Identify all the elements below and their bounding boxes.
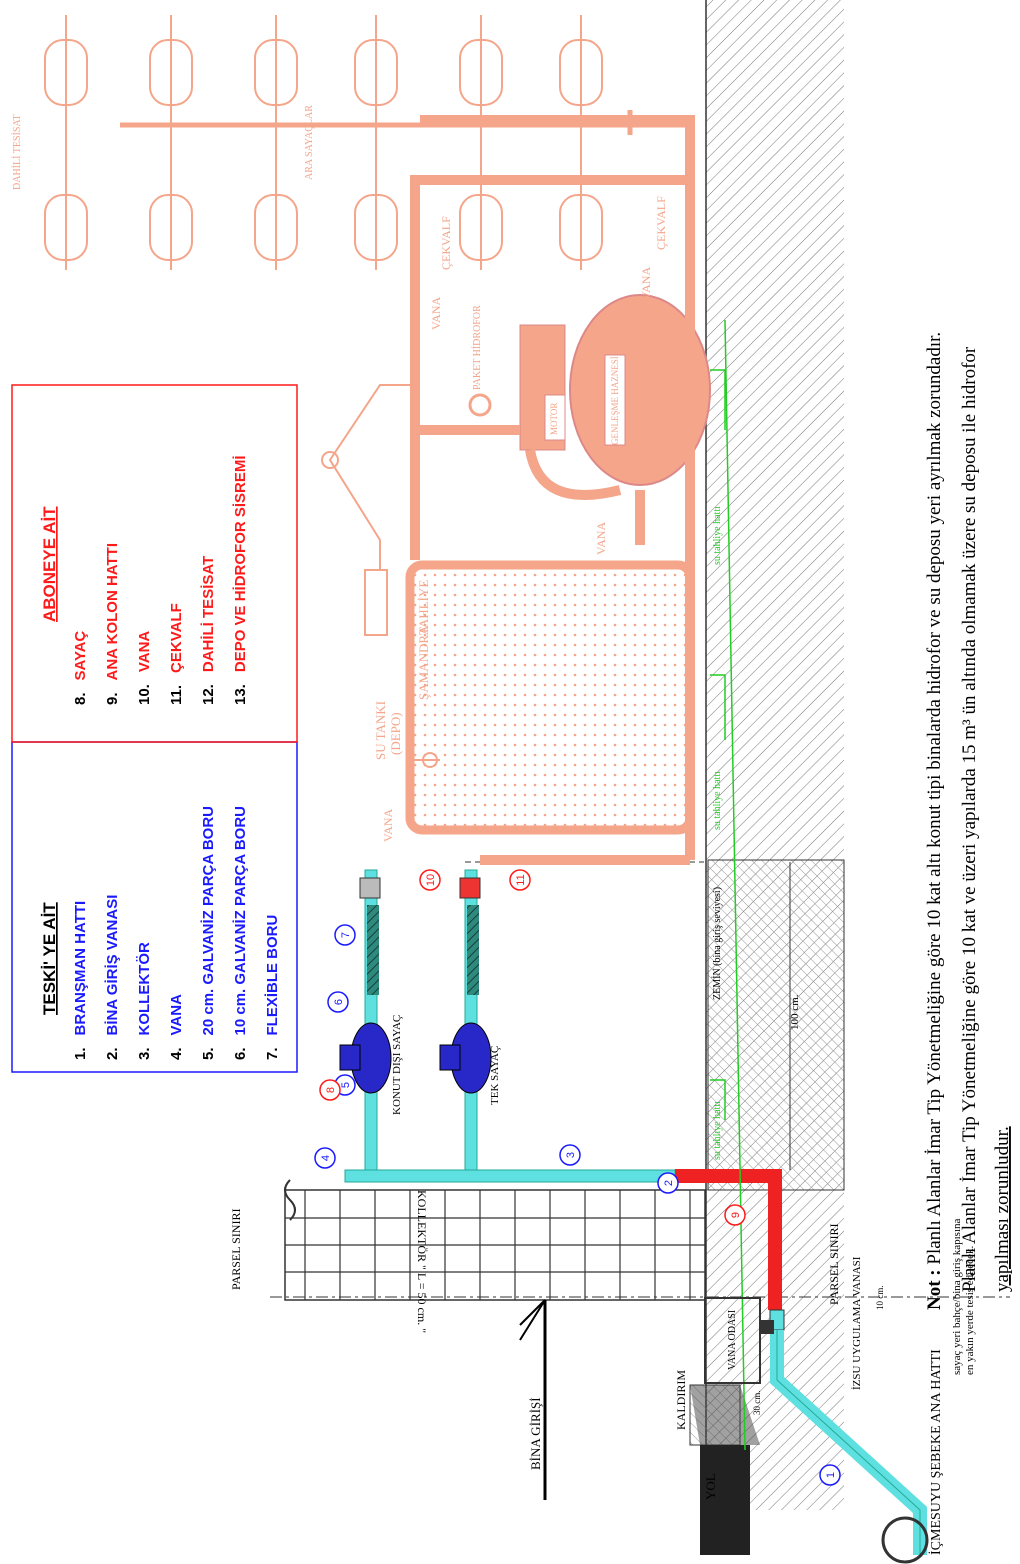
label-bina-girisi: BİNA GİRİŞİ [528,1397,543,1470]
legend-item: 7.FLEXİBLE BORU [264,915,281,1060]
legend-item: 11.ÇEKVALF [168,603,185,705]
legend-item: 13.DEPO VE HİDROFOR SİSREMİ [232,455,249,705]
label-su-tanki: SU TANKI [373,701,388,760]
callout-number: 8 [325,1087,337,1093]
legend-item: 3.KOLLEKTÖR [136,942,153,1060]
label-samandra: ŞAMANDRA [416,625,431,700]
callout-number: 3 [565,1152,577,1158]
legend-item: 8.SAYAÇ [72,631,89,705]
label-zemin: ZEMİN (bina giriş seviyesi) [711,887,723,1000]
label-sayac-yeri-2: en yakın yerde tesis edilecek. [964,1246,976,1375]
label-tahliye-3: su tahliye hattı [712,1101,723,1160]
label-vana-2: VANA [639,267,653,300]
label-parsel-2: PARSEL SINIRI [827,1224,841,1305]
label-cekvalf-2: ÇEKVALF [654,196,668,250]
supply-piping [339,869,929,1564]
note-line2: Planlı Alanlar İmar Tip Yönetmeliğine gö… [959,346,980,1292]
label-dahili-tesisat: DAHİLİ TESİSAT [11,114,23,190]
label-cekvalf-1: ÇEKVALF [439,216,453,270]
callout-circle [819,1464,841,1486]
label-depo: (DEPO) [388,712,403,755]
legend-item: 9.ANA KOLON HATTI [104,543,121,705]
meter-tek [439,1022,492,1094]
callout-circle [334,924,356,946]
legend-teski: TESKİ' YE AİT 1.BRANŞMAN HATTI 2.BİNA GİR… [40,806,281,1060]
label-yol: YOL [703,1473,718,1500]
legend-abone-box [11,384,298,743]
legend-item: 5.20 cm. GALVANİZ PARÇA BORU [200,806,217,1060]
callout-number: 11 [515,874,527,885]
label-tahliye-2: su tahliye hattı [712,771,723,830]
label-kollektor: KOLLEKTÖR " L = 50 cm. " [415,1190,429,1333]
label-10cm: 10 cm. [875,1286,885,1311]
label-tek-sayac: TEK SAYAÇ [489,1046,501,1105]
label-sayac-yeri-1: sayaç yeri bahçe/bina giriş kapısına [951,1218,963,1375]
callout-circle [319,1079,341,1101]
label-genlesme: GENLEŞME HAZNESİ [610,356,620,445]
callout-circle [419,869,441,891]
callout-circle [657,1172,679,1194]
label-tahliye-1: su tahliye hattı [712,506,723,565]
label-ara-sayaclar: ARA SAYAÇLAR [304,105,315,180]
legend-teski-title: TESKİ' YE AİT [40,902,59,1015]
svg-text:Not : Planlı Alanlar İmar Tip: Not : Planlı Alanlar İmar Tip Yönetmeliğ… [924,332,945,1310]
label-paket-hidrofor: PAKET HİDROFOR [471,305,483,390]
meters-grid [44,15,603,270]
label-30cm: 30 cm. [752,1391,762,1416]
legend-item: 2.BİNA GİRİŞ VANASI [104,895,121,1060]
callout-number: 9 [730,1212,742,1218]
legend-item: 12.DAHİLİ TESİSAT [200,556,217,705]
label-kaldirim: KALDIRIM [674,1370,688,1430]
legend-item: 6.10 cm. GALVANİZ PARÇA BORU [232,806,249,1060]
label-parsel-1: PARSEL SINIRI [229,1209,243,1290]
label-motor: MOTOR [549,403,559,435]
label-vana-depo: VANA [381,809,395,842]
label-icmesuyu: İÇMESUYU ŞEBEKE ANA HATTI [928,1349,944,1555]
callout-circle [724,1204,746,1226]
water-tank [364,560,695,835]
callouts: 1 2 3 4 5 6 7 8 9 10 11 [314,869,841,1486]
hydrophore [468,294,711,500]
label-vana-odasi: VANA ODASI [727,1310,738,1370]
basement-block [707,859,845,1191]
meter-konut-disi [339,1022,392,1094]
callout-circle [509,869,531,891]
legend-abone: ABONEYE AİT 8.SAYAÇ 9.ANA KOLON HATTI 10.V… [40,455,249,705]
callout-number: 4 [320,1155,332,1161]
parcel-wall [284,1179,706,1301]
label-konut-disi-sayac: KONUT DIŞI SAYAÇ [391,1015,403,1115]
legend-item: 1.BRANŞMAN HATTI [72,901,89,1060]
callout-number: 5 [340,1082,352,1088]
internal-piping [410,115,695,865]
label-vana-1: VANA [429,297,443,330]
callout-number: 6 [333,999,345,1005]
note-line1: Planlı Alanlar İmar Tip Yönetmeliğine gö… [924,332,945,1265]
label-100cm: 100 cm. [789,994,801,1030]
drain-line [724,319,746,1451]
legend-item: 4.VANA [168,994,185,1060]
note-line3: yapılması zorunludur. [992,1126,1013,1292]
callout-circle [327,991,349,1013]
callout-circle [314,1147,336,1169]
label-vana-3: VANA [594,522,608,555]
legend-abone-title: ABONEYE AİT [40,506,59,622]
callout-number: 2 [663,1180,675,1186]
callout-circle [559,1144,581,1166]
label-izsu: İZSU UYGULAMA VANASI [851,1256,863,1390]
note: Not : Planlı Alanlar İmar Tip Yönetmeliğ… [924,332,1013,1310]
callout-number: 7 [340,932,352,938]
road [700,1445,750,1555]
callout-number: 10 [425,874,437,886]
legend-item: 10.VANA [136,631,153,705]
label-tahliye: TAHLİYE [416,580,431,635]
note-prefix: Not : [924,1265,945,1310]
callout-number: 1 [825,1472,837,1478]
